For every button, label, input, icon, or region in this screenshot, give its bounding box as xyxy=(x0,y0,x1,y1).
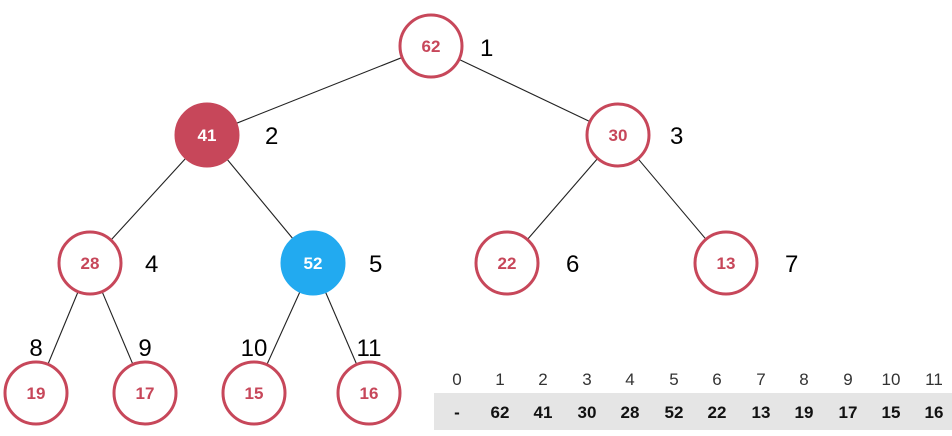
array-cell-3: 30 xyxy=(578,403,597,422)
tree-edge-1-2 xyxy=(235,56,403,125)
node-circle xyxy=(693,230,759,296)
node-value: 41 xyxy=(198,126,217,145)
tree-node-1: 62 1 xyxy=(398,13,493,79)
node-circle xyxy=(585,102,651,168)
array-cell-10: 15 xyxy=(882,403,901,422)
node-value: 28 xyxy=(81,254,100,273)
array-background xyxy=(434,393,952,430)
node-index-label: 7 xyxy=(785,251,798,278)
array-index-10: 10 xyxy=(882,370,901,389)
tree-edge-2-4 xyxy=(110,157,187,241)
node-circle xyxy=(474,230,540,296)
node-index-label: 6 xyxy=(566,251,579,278)
array-index-3: 3 xyxy=(582,370,591,389)
array-cell-2: 41 xyxy=(534,403,553,422)
array-index-7: 7 xyxy=(756,370,765,389)
node-circle xyxy=(398,13,464,79)
node-circle xyxy=(280,230,346,296)
array-index-2: 2 xyxy=(538,370,547,389)
node-value: 15 xyxy=(245,384,264,403)
array-index-5: 5 xyxy=(669,370,678,389)
tree-node-6: 22 6 xyxy=(474,230,579,296)
node-index-label: 2 xyxy=(265,123,278,150)
array-cell-7: 13 xyxy=(752,403,771,422)
array-cell-5: 52 xyxy=(665,403,684,422)
node-value: 52 xyxy=(304,254,323,273)
array-index-11: 11 xyxy=(925,370,943,389)
array-cell-4: 28 xyxy=(621,403,640,422)
node-value: 62 xyxy=(422,37,441,56)
tree-edge-5-11 xyxy=(324,291,358,365)
array-cell-8: 19 xyxy=(795,403,814,422)
array-cell-6: 22 xyxy=(708,403,727,422)
node-circle xyxy=(336,360,402,426)
heap-array: 0 1 2 3 4 5 6 7 8 9 10 11 - 62 41 30 28 52 22 13 19 17 15 16 xyxy=(434,370,952,430)
tree-edge-1-3 xyxy=(458,58,591,123)
node-value: 22 xyxy=(498,254,517,273)
node-value: 30 xyxy=(609,126,628,145)
array-cell-11: 16 xyxy=(925,403,944,422)
array-index-8: 8 xyxy=(799,370,808,389)
tree-edge-3-6 xyxy=(526,158,599,240)
node-value: 19 xyxy=(27,384,46,403)
array-index-6: 6 xyxy=(712,370,721,389)
tree-node-9: 17 9 xyxy=(112,335,178,426)
tree-node-7: 13 7 xyxy=(693,230,798,296)
node-index-label: 5 xyxy=(369,251,382,278)
tree-edge-5-10 xyxy=(266,291,301,365)
tree-node-5: 52 5 xyxy=(280,230,382,296)
node-circle xyxy=(3,360,69,426)
node-index-label: 9 xyxy=(138,335,151,362)
tree-node-3: 30 3 xyxy=(585,102,683,168)
array-index-1: 1 xyxy=(495,370,504,389)
tree-node-2: 41 2 xyxy=(174,102,278,168)
tree-node-4: 28 4 xyxy=(57,230,158,296)
node-circle xyxy=(112,360,178,426)
array-cell-1: 62 xyxy=(491,403,510,422)
tree-node-8: 19 8 xyxy=(3,335,69,426)
tree-edge-4-9 xyxy=(101,291,134,365)
node-index-label: 4 xyxy=(145,251,158,278)
tree-edges xyxy=(47,56,707,365)
array-index-0: 0 xyxy=(452,370,461,389)
tree-edge-3-7 xyxy=(637,158,707,240)
node-index-label: 3 xyxy=(670,123,683,150)
array-index-9: 9 xyxy=(843,370,852,389)
node-index-label: 11 xyxy=(357,335,382,362)
node-value: 16 xyxy=(360,384,379,403)
node-circle xyxy=(57,230,123,296)
tree-edge-2-5 xyxy=(226,158,294,240)
node-value: 17 xyxy=(136,384,155,403)
array-index-4: 4 xyxy=(625,370,634,389)
node-index-label: 8 xyxy=(29,335,42,362)
node-circle xyxy=(221,360,287,426)
node-index-label: 10 xyxy=(241,335,268,362)
node-circle xyxy=(174,102,240,168)
array-cell-9: 17 xyxy=(839,403,858,422)
node-index-label: 1 xyxy=(480,35,493,62)
tree-edge-4-8 xyxy=(47,291,79,365)
array-cell-0: - xyxy=(454,403,460,422)
node-value: 13 xyxy=(717,254,736,273)
